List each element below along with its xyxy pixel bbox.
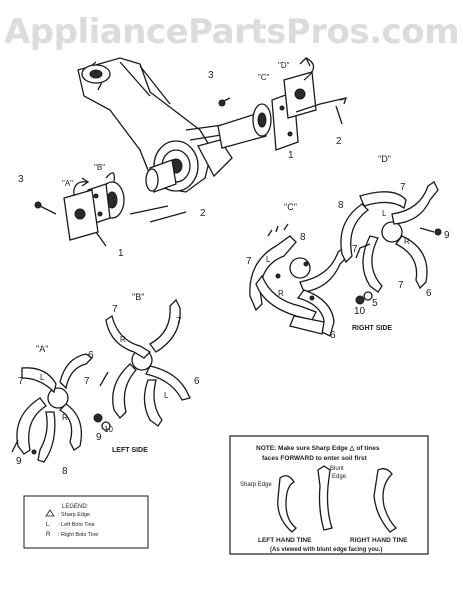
legend-sharp-edge: : Sharp Edge — [58, 512, 90, 518]
callout-5-d: 5 — [372, 298, 378, 309]
callout-a-group: "A" — [36, 344, 48, 354]
note-as-viewed: (As viewed with blunt edge facing you.) — [270, 547, 382, 553]
legend-right-bolo: : Right Bolo Tine — [58, 532, 98, 538]
callout-8-d: 8 — [338, 200, 344, 211]
callout-7-a2: 7 — [84, 376, 90, 387]
callout-3-top: 3 — [208, 70, 214, 81]
legend-sym-r: R — [46, 532, 51, 538]
callout-6-c: 6 — [330, 330, 336, 341]
center-tine-icon — [317, 465, 333, 531]
callout-b-left: "B" — [94, 163, 105, 172]
callout-7-a1: 7 — [18, 376, 24, 387]
right-tine-set-d — [340, 181, 442, 293]
callout-6-b: 6 — [88, 350, 94, 361]
right-hand-tine-label: RIGHT HAND TINE — [350, 537, 408, 544]
note-blunt-edge-2: Edge — [332, 474, 347, 480]
callout-7-b1: 7 — [112, 304, 118, 315]
callout-2-top: 2 — [336, 136, 342, 147]
transmission-housing — [77, 57, 263, 193]
callout-d-group: "D" — [378, 154, 391, 164]
hardware — [93, 291, 373, 431]
note-sharp-edge: Sharp Edge — [240, 482, 272, 488]
callout-d-top: "D" — [278, 61, 290, 70]
callout-l-d: L — [382, 209, 387, 218]
callout-c-top: "C" — [258, 73, 270, 82]
legend-left-bolo: : Left Bolo Tine — [58, 522, 95, 528]
callout-8-c: 8 — [300, 232, 306, 243]
legend-sym-l: L — [46, 522, 50, 528]
right-side-label: RIGHT SIDE — [352, 325, 392, 332]
callout-6-d: 6 — [426, 288, 432, 299]
right-hub — [217, 56, 348, 151]
callout-10-d: 10 — [354, 306, 366, 317]
note-box: NOTE: Make sure Sharp Edge △ of tines fa… — [229, 435, 429, 555]
callout-c-group: "C" — [284, 202, 297, 212]
callout-l-c: L — [266, 255, 271, 264]
callout-1-top: 1 — [288, 150, 294, 161]
callout-7-d2: 7 — [398, 280, 404, 291]
note-blunt-edge-1: Blunt — [330, 466, 344, 472]
legend-box: LEGEND: : Sharp Edge L : Left Bolo Tine … — [23, 495, 149, 549]
left-tine-set-a — [11, 353, 94, 463]
left-side-label: LEFT SIDE — [112, 447, 148, 454]
callout-3-left: 3 — [18, 174, 24, 185]
callout-9-d: 9 — [444, 230, 450, 241]
callout-r-d: R — [404, 237, 410, 246]
callout-7-c2: 7 — [352, 244, 358, 255]
callout-1-left: 1 — [118, 248, 124, 259]
left-tine-set-b — [99, 298, 191, 427]
callout-9-a2: 9 — [96, 432, 102, 443]
note-line-1: NOTE: Make sure Sharp Edge △ of tines — [256, 445, 380, 452]
callout-l-a: L — [40, 373, 45, 382]
callout-7-d1: 7 — [400, 182, 406, 193]
callout-8-a: 8 — [62, 466, 68, 477]
callout-10-a: 10 — [104, 425, 113, 434]
left-hub — [34, 159, 187, 247]
callout-l-b: L — [164, 391, 169, 400]
right-tine-set-c — [249, 223, 351, 337]
callout-r-b: R — [120, 335, 126, 344]
callout-2-left: 2 — [200, 208, 206, 219]
callout-6-b2: 6 — [194, 376, 200, 387]
note-line-2: faces FORWARD to enter soil first — [262, 455, 367, 462]
callout-r-c: R — [278, 289, 284, 298]
callout-7-b2: 7 — [176, 316, 182, 327]
callout-a-left: "A" — [62, 179, 73, 188]
legend-title: LEGEND: — [62, 504, 89, 510]
callout-r-a: R — [62, 413, 68, 422]
watermark: AppliancePartsPros.com — [3, 12, 460, 52]
callout-b-group: "B" — [132, 292, 144, 302]
right-hand-tine-icon — [373, 468, 398, 533]
callout-7-c1: 7 — [246, 256, 252, 267]
sharp-edge-icon — [45, 509, 55, 517]
left-hand-tine-label: LEFT HAND TINE — [258, 537, 312, 544]
left-hand-tine-icon — [277, 475, 297, 533]
callout-9-a: 9 — [16, 456, 22, 467]
callout-labels: 3 "C" "D" 2 1 3 "A" "B" 2 1 "D" "C" 8 7 … — [16, 61, 450, 477]
